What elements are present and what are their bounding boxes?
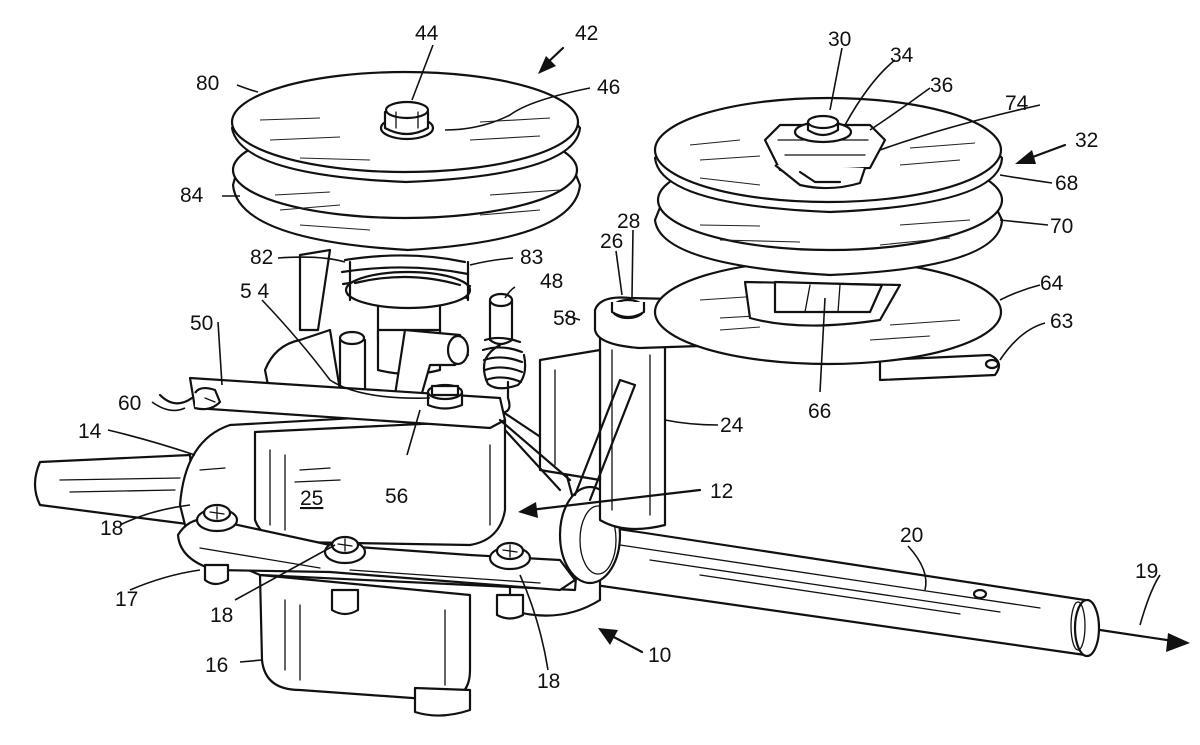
label-18-right: 18 [537,670,560,693]
label-30: 30 [828,28,851,51]
bolt-center [323,535,367,616]
label-17: 17 [115,588,138,611]
label-34: 34 [890,44,914,67]
label-10: 10 [648,644,671,667]
label-14: 14 [78,420,102,443]
label-74: 74 [1005,92,1029,115]
bolt-left [195,503,239,586]
output-arrow [1098,628,1190,652]
gearbox-main-housing [176,408,622,592]
label-26: 26 [600,230,623,253]
label-19: 19 [1135,560,1158,583]
label-16: 16 [205,654,228,677]
label-50: 50 [190,312,213,335]
label-46: 46 [597,76,620,99]
callout-arrows [518,46,1067,654]
label-42: 42 [575,22,598,45]
gearbox-lower-housing [258,573,602,717]
label-18-center: 18 [210,604,233,627]
label-28: 28 [617,210,640,233]
bolt-right [488,541,532,620]
label-70: 70 [1050,215,1073,238]
label-24: 24 [720,414,744,437]
label-66: 66 [808,400,831,423]
label-64: 64 [1040,272,1064,295]
label-84: 84 [180,184,204,207]
label-18-left: 18 [100,517,123,540]
label-58: 58 [553,307,576,330]
leader-lines [107,44,1161,671]
spring-48 [481,292,527,414]
label-48: 48 [540,270,563,293]
label-56: 56 [385,485,408,508]
label-36: 36 [930,74,953,97]
label-20: 20 [900,524,923,547]
label-12: 12 [710,480,733,503]
label-83: 83 [520,246,543,269]
label-54: 5 4 [240,280,270,303]
housing-bolts [195,503,532,620]
support-column [538,333,667,531]
pulley-42 [230,70,582,347]
label-80: 80 [196,72,219,95]
control-lever [158,328,572,492]
label-32: 32 [1075,129,1098,152]
axle-shaft [33,453,1101,658]
label-63: 63 [1050,310,1073,333]
label-44: 44 [415,22,439,45]
reference-labels: 44 42 46 80 84 82 83 48 5 4 50 58 26 28 … [78,22,1158,693]
label-82: 82 [250,246,273,269]
label-68: 68 [1055,172,1078,195]
pulley-32 [653,96,1004,366]
label-60: 60 [118,392,141,415]
label-25: 25 [300,487,323,510]
